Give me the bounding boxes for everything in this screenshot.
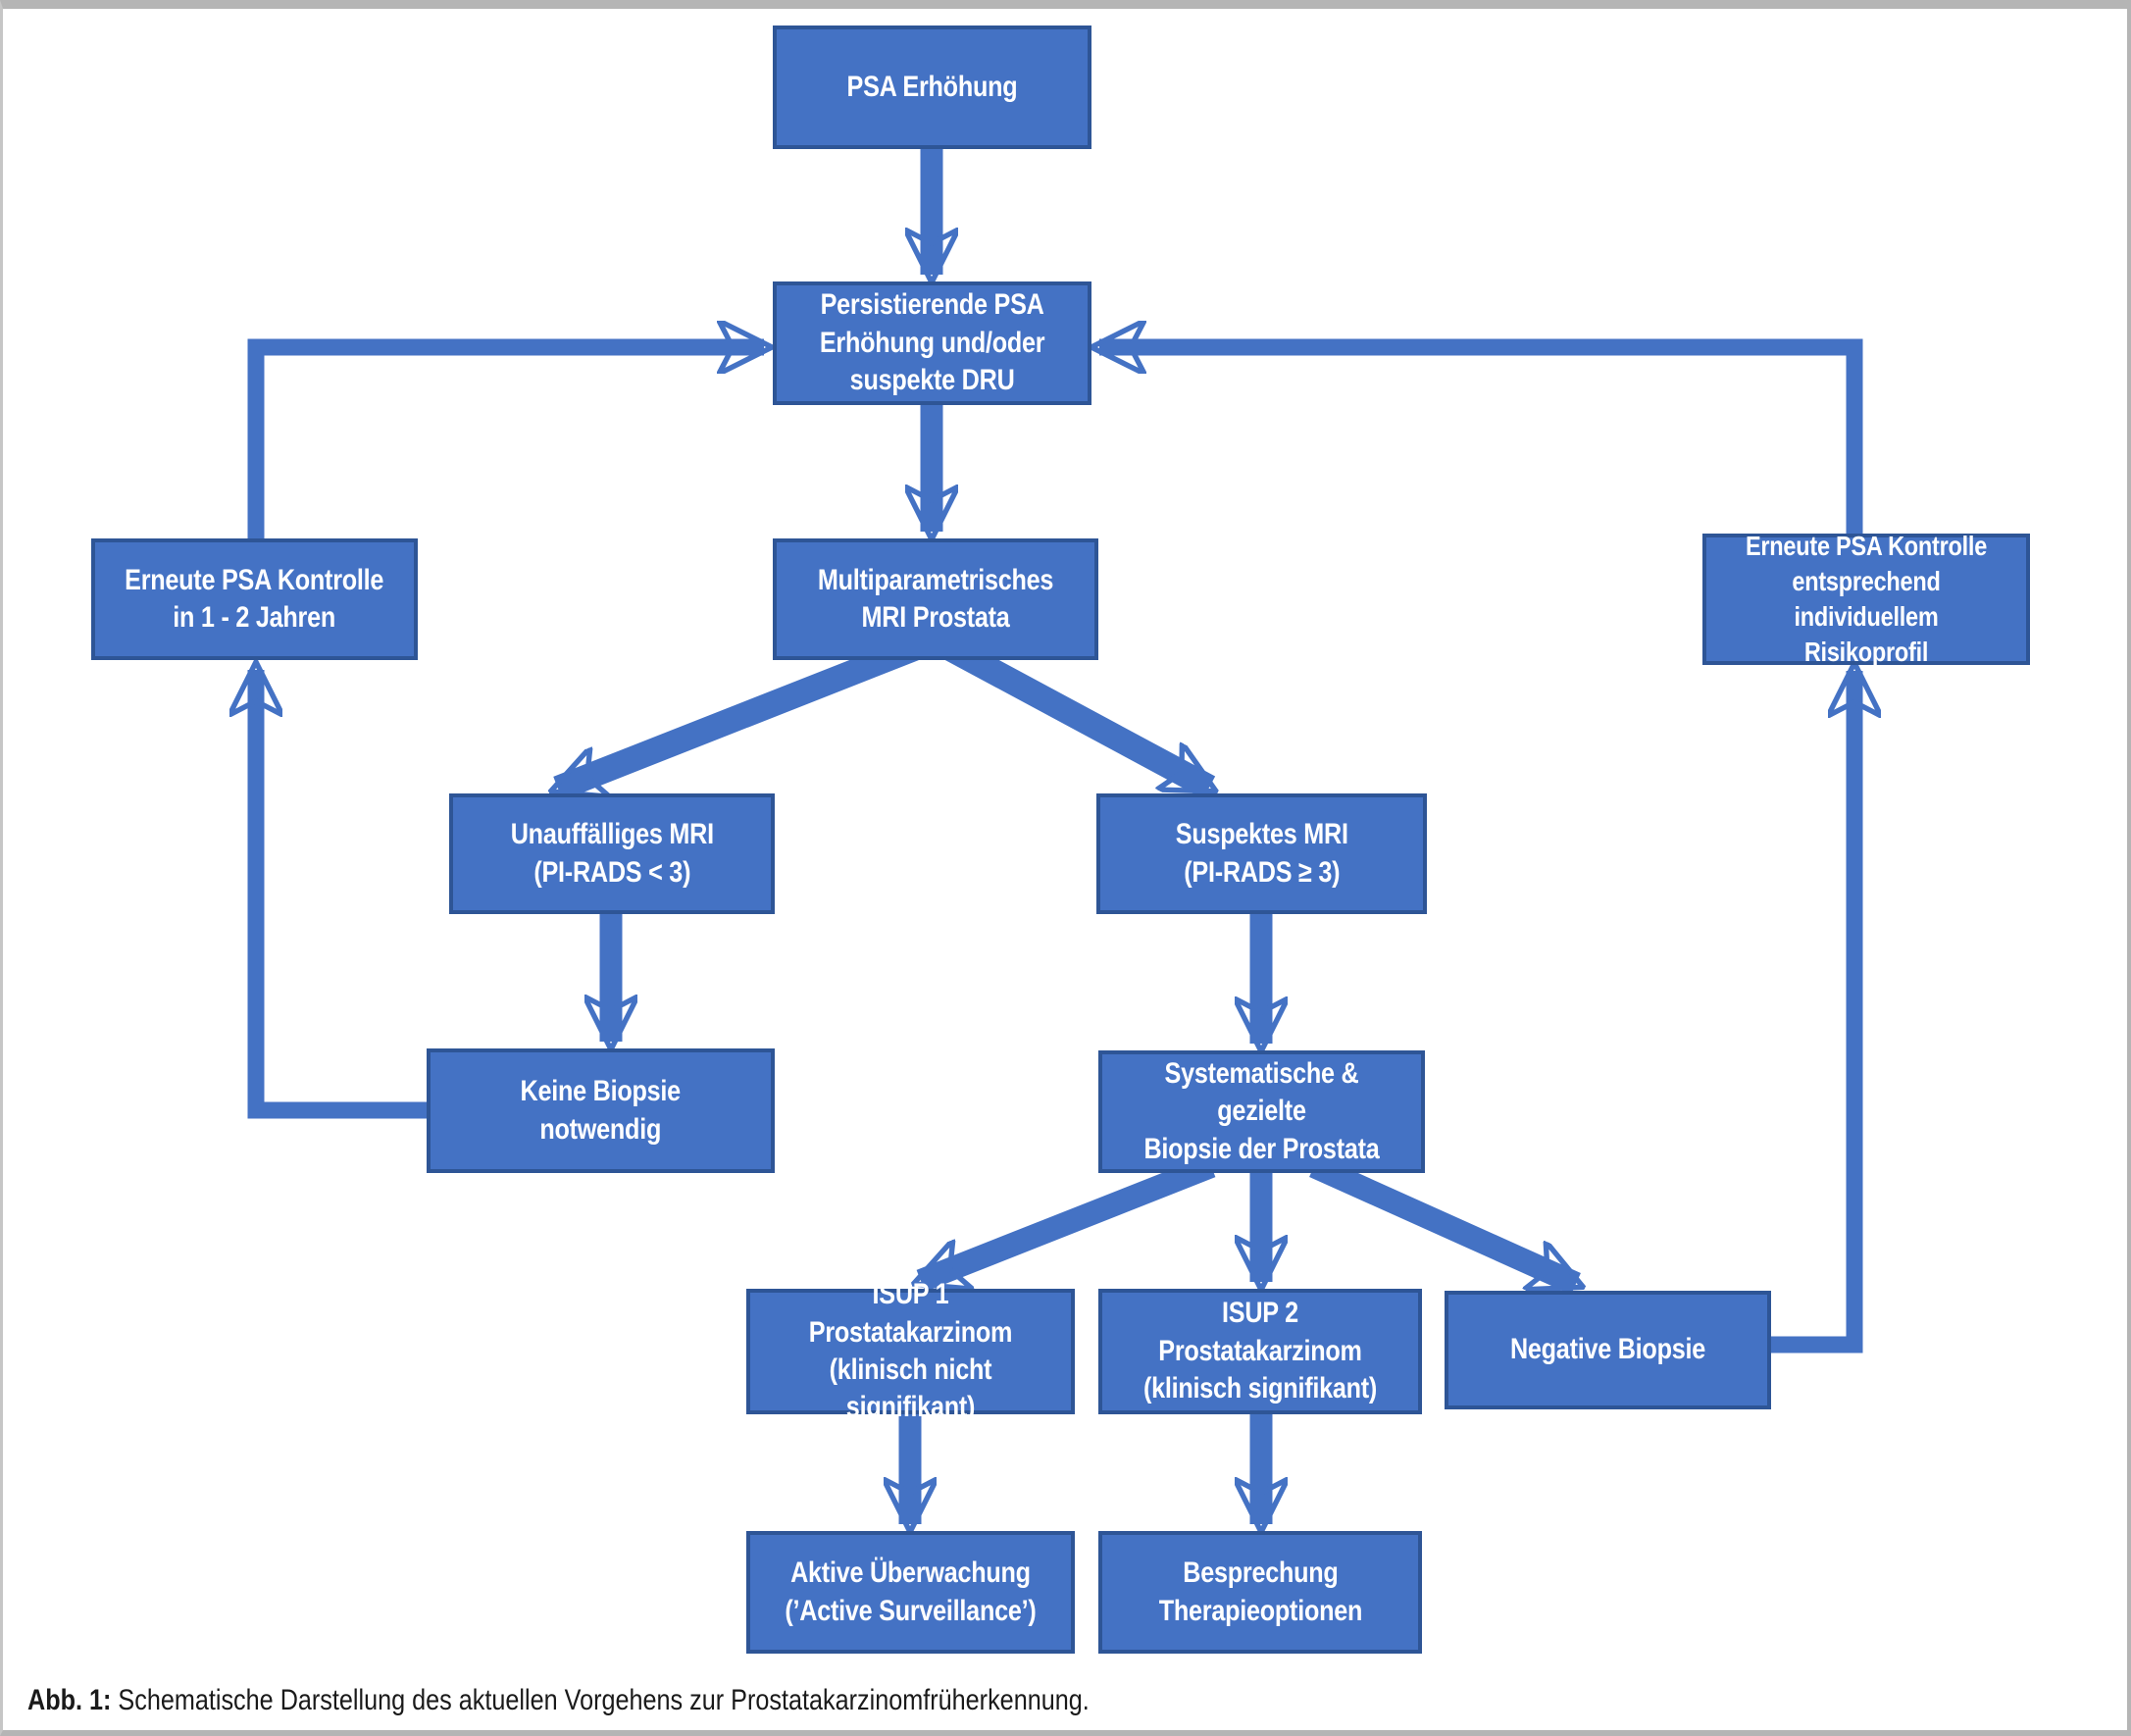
node-mri-prostata: Multiparametrisches MRI Prostata bbox=[773, 538, 1098, 660]
arrow-keine-biopsie-to-kontrolle-links bbox=[256, 670, 429, 1119]
arrow-kontrolle-links-to-persistierend bbox=[247, 347, 764, 540]
node-psa-erhoehung: PSA Erhöhung bbox=[773, 26, 1091, 149]
figure-caption-text: Schematische Darstellung des aktuellen V… bbox=[118, 1684, 1090, 1716]
node-suspektes-mri: Suspektes MRI (PI-RADS ≥ 3) bbox=[1096, 793, 1427, 914]
node-aktive-ueberwachung-label: Aktive Überwachung (’Active Surveillance… bbox=[785, 1557, 1037, 1627]
node-biopsie-prostata: Systematische & gezielte Biopsie der Pro… bbox=[1098, 1050, 1425, 1173]
arrow-biopsie-to-negative bbox=[1309, 1155, 1576, 1295]
node-psa-erhoehung-label: PSA Erhöhung bbox=[846, 70, 1018, 103]
node-persistierende-psa-label: Persistierende PSA Erhöhung und/oder sus… bbox=[819, 288, 1045, 397]
node-isup2-label: ISUP 2 Prostatakarzinom (klinisch signif… bbox=[1142, 1297, 1378, 1405]
arrow-biopsie-to-isup1 bbox=[921, 1154, 1216, 1281]
node-mri-prostata-label: Multiparametrisches MRI Prostata bbox=[817, 563, 1054, 634]
node-negative-biopsie-label: Negative Biopsie bbox=[1509, 1333, 1706, 1366]
node-kontrolle-rechts-label: Erneute PSA Kontrolle entsprechend indiv… bbox=[1745, 531, 1988, 667]
node-negative-biopsie: Negative Biopsie bbox=[1445, 1291, 1771, 1409]
figure-caption-number: Abb. 1: bbox=[27, 1684, 112, 1716]
node-suspektes-mri-label: Suspektes MRI (PI-RADS ≥ 3) bbox=[1175, 818, 1348, 889]
arrow-kontrolle-rechts-to-persistierend bbox=[1099, 347, 1863, 536]
arrow-mri-to-suspekt bbox=[943, 637, 1209, 799]
node-keine-biopsie: Keine Biopsie notwendig bbox=[427, 1048, 775, 1173]
flowchart-arrows bbox=[3, 141, 2131, 1736]
node-besprechung-label: Besprechung Therapieoptionen bbox=[1158, 1557, 1362, 1627]
node-unauffaelliges-mri-label: Unauffälliges MRI (PI-RADS < 3) bbox=[510, 818, 714, 889]
node-kontrolle-rechts: Erneute PSA Kontrolle entsprechend indiv… bbox=[1702, 531, 2030, 667]
node-isup1: ISUP 1 Prostatakarzinom (klinisch nicht … bbox=[746, 1278, 1075, 1423]
node-aktive-ueberwachung: Aktive Überwachung (’Active Surveillance… bbox=[746, 1531, 1075, 1654]
node-keine-biopsie-label: Keine Biopsie notwendig bbox=[520, 1075, 682, 1146]
arrow-negative-to-kontrolle-rechts bbox=[1769, 671, 1854, 1353]
node-biopsie-prostata-label: Systematische & gezielte Biopsie der Pro… bbox=[1143, 1056, 1380, 1165]
node-kontrolle-links: Erneute PSA Kontrolle in 1 - 2 Jahren bbox=[91, 538, 418, 660]
node-isup2: ISUP 2 Prostatakarzinom (klinisch signif… bbox=[1098, 1289, 1422, 1414]
node-kontrolle-links-label: Erneute PSA Kontrolle in 1 - 2 Jahren bbox=[125, 563, 384, 634]
node-besprechung: Besprechung Therapieoptionen bbox=[1098, 1531, 1422, 1654]
node-persistierende-psa: Persistierende PSA Erhöhung und/oder sus… bbox=[773, 281, 1091, 405]
node-isup1-label: ISUP 1 Prostatakarzinom (klinisch nicht … bbox=[808, 1278, 1013, 1424]
arrow-mri-to-unauffaellig bbox=[558, 636, 919, 801]
figure-caption: Abb. 1: Schematische Darstellung des akt… bbox=[27, 1684, 1292, 1717]
node-unauffaelliges-mri: Unauffälliges MRI (PI-RADS < 3) bbox=[449, 793, 775, 914]
